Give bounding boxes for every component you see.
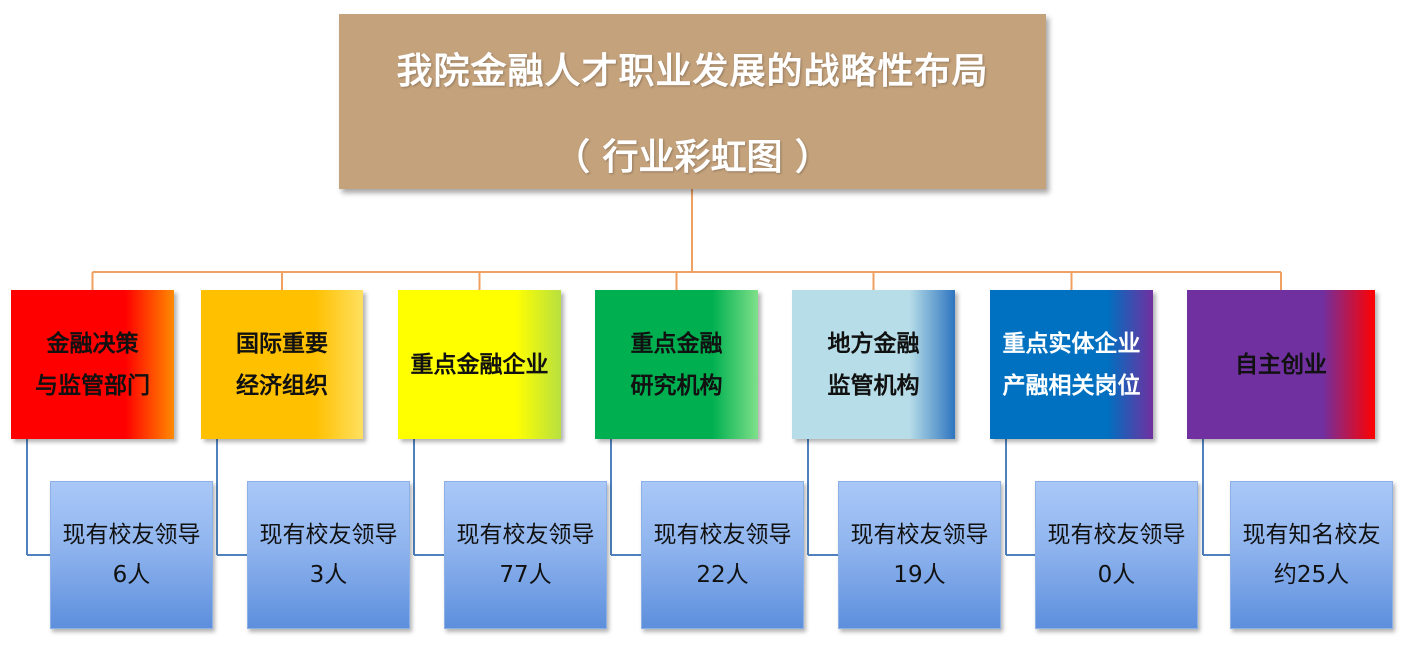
category-box-1: 金融决策 与监管部门 <box>11 290 174 439</box>
alumni-count-box-4: 现有校友领导 22人 <box>641 481 804 629</box>
category-label-line2: 产融相关岗位 <box>1002 372 1141 399</box>
alumni-count-box-6: 现有校友领导 0人 <box>1035 481 1198 629</box>
alumni-count-value: 22人 <box>696 562 749 588</box>
alumni-count-value: 3人 <box>309 562 348 588</box>
alumni-count-label: 现有校友领导 <box>653 522 792 548</box>
alumni-count-box-2: 现有校友领导 3人 <box>247 481 410 629</box>
root-title-line2: （ 行业彩虹图 ） <box>553 137 832 178</box>
alumni-count-label: 现有校友领导 <box>259 522 398 548</box>
category-label-line2: 与监管部门 <box>35 372 150 399</box>
category-box-7: 自主创业 <box>1187 290 1375 439</box>
category-box-3: 重点金融企业 <box>398 290 561 439</box>
category-label-line1: 重点金融企业 <box>410 351 549 378</box>
alumni-count-box-1: 现有校友领导 6人 <box>50 481 213 629</box>
alumni-count-label: 现有校友领导 <box>456 522 595 548</box>
alumni-count-value: 约25人 <box>1273 562 1350 588</box>
alumni-count-box-5: 现有校友领导 19人 <box>838 481 1001 629</box>
alumni-count-value: 19人 <box>893 562 946 588</box>
category-label-line1: 金融决策 <box>46 330 139 357</box>
category-box-4: 重点金融 研究机构 <box>595 290 758 439</box>
alumni-count-box-3: 现有校友领导 77人 <box>444 481 607 629</box>
category-label-line1: 重点实体企业 <box>1002 330 1141 357</box>
category-box-6: 重点实体企业 产融相关岗位 <box>990 290 1153 439</box>
alumni-count-box-7: 现有知名校友 约25人 <box>1230 481 1393 629</box>
alumni-count-label: 现有校友领导 <box>62 522 201 548</box>
alumni-count-label: 现有知名校友 <box>1242 522 1381 548</box>
category-label-line1: 地方金融 <box>827 330 920 357</box>
alumni-count-value: 0人 <box>1097 562 1136 588</box>
root-title-line1: 我院金融人才职业发展的战略性布局 <box>396 51 989 92</box>
category-box-2: 国际重要 经济组织 <box>201 290 363 439</box>
category-label-line1: 国际重要 <box>236 330 328 357</box>
category-label-line2: 经济组织 <box>236 372 328 399</box>
alumni-count-value: 6人 <box>112 562 151 588</box>
root-title-box: 我院金融人才职业发展的战略性布局 （ 行业彩虹图 ） <box>339 14 1046 189</box>
category-label-line2: 监管机构 <box>827 372 920 399</box>
alumni-count-value: 77人 <box>499 562 552 588</box>
alumni-count-label: 现有校友领导 <box>1047 522 1186 548</box>
alumni-count-label: 现有校友领导 <box>850 522 989 548</box>
category-label-line1: 重点金融 <box>630 330 723 357</box>
category-box-5: 地方金融 监管机构 <box>792 290 955 439</box>
category-label-line1: 自主创业 <box>1235 351 1327 378</box>
category-label-line2: 研究机构 <box>630 372 723 399</box>
